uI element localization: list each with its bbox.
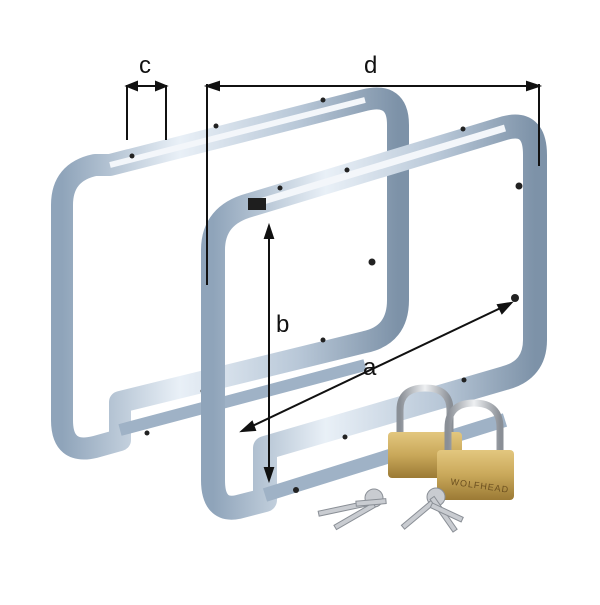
dimension-label-b: b: [276, 311, 290, 338]
dimension-label-c: c: [139, 52, 151, 79]
bracket-back: [51, 87, 409, 460]
dimension-a-line: [243, 303, 510, 431]
bracket-front: [201, 114, 547, 520]
dimension-label-d: d: [364, 52, 378, 79]
dimension-lines: [124, 80, 543, 484]
keys-left: [317, 488, 387, 531]
keys-right: [400, 487, 464, 533]
dimension-label-a: a: [363, 354, 377, 381]
padlock-front: WOLFHEAD: [437, 399, 514, 500]
